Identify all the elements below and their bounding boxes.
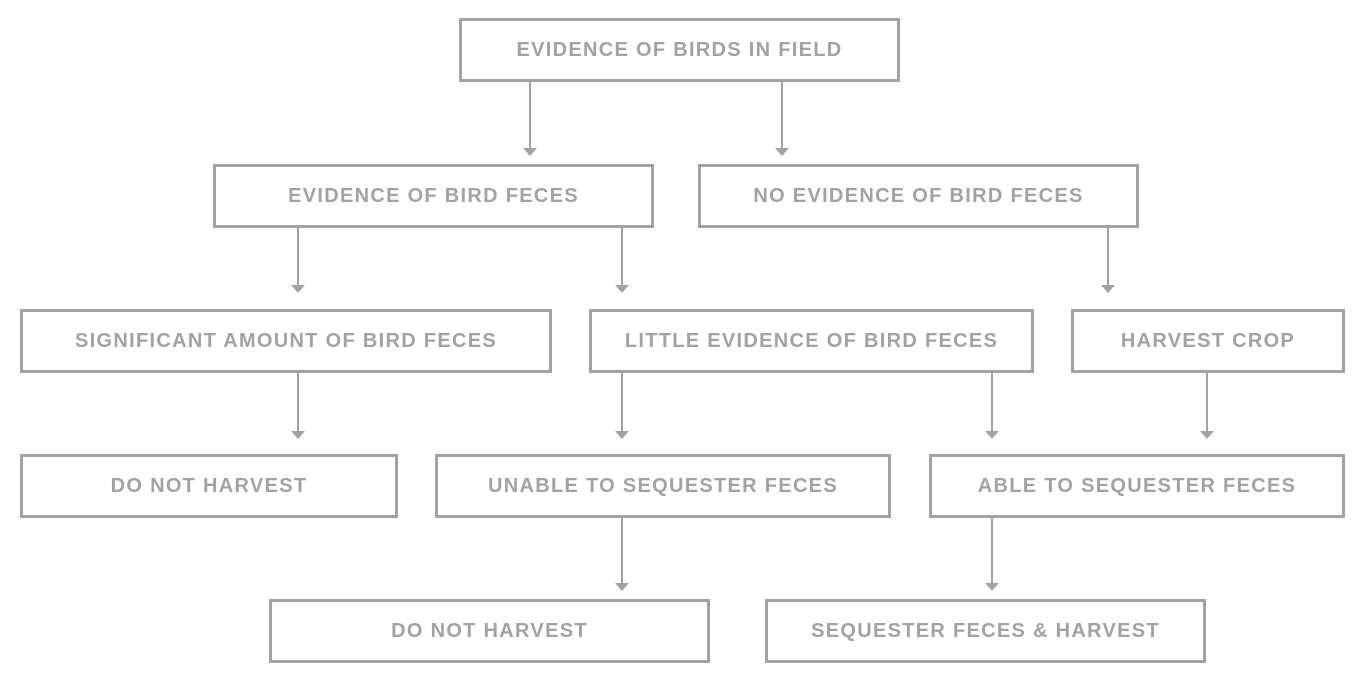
node-no-evidence-of-bird-feces: NO EVIDENCE OF BIRD FECES [698,164,1139,228]
node-do-not-harvest-2: DO NOT HARVEST [269,599,710,663]
arrowhead [1200,431,1214,439]
arrow-little-to-able-sequester [985,373,999,439]
node-evidence-of-bird-feces: EVIDENCE OF BIRD FECES [213,164,654,228]
arrowhead [615,285,629,293]
arrow-harvest-crop-to-able-sequester [1200,373,1214,439]
arrow-significant-to-do-not-harvest [291,373,305,439]
arrow-feces-evidence-to-little [615,228,629,293]
node-do-not-harvest-1: DO NOT HARVEST [20,454,398,518]
arrowhead [615,431,629,439]
node-harvest-crop: HARVEST CROP [1071,309,1345,373]
arrow-unable-to-do-not-harvest [615,518,629,591]
arrowhead [523,148,537,156]
arrow-little-to-unable-sequester [615,373,629,439]
arrowhead [775,148,789,156]
arrow-no-feces-to-harvest-crop [1101,228,1115,293]
arrow-feces-evidence-to-significant [291,228,305,293]
arrowhead [291,431,305,439]
arrowhead [1101,285,1115,293]
arrowhead [985,431,999,439]
node-able-to-sequester-feces: ABLE TO SEQUESTER FECES [929,454,1345,518]
arrow-root-to-feces-evidence [523,82,537,156]
node-significant-amount-of-bird-feces: SIGNIFICANT AMOUNT OF BIRD FECES [20,309,552,373]
node-sequester-feces-and-harvest: SEQUESTER FECES & HARVEST [765,599,1206,663]
node-little-evidence-of-bird-feces: LITTLE EVIDENCE OF BIRD FECES [589,309,1034,373]
arrowhead [985,583,999,591]
arrow-root-to-no-feces-evidence [775,82,789,156]
arrowhead [291,285,305,293]
arrow-able-to-sequester-harvest [985,518,999,591]
arrowhead [615,583,629,591]
node-evidence-of-birds: EVIDENCE OF BIRDS IN FIELD [459,18,900,82]
node-unable-to-sequester-feces: UNABLE TO SEQUESTER FECES [435,454,891,518]
